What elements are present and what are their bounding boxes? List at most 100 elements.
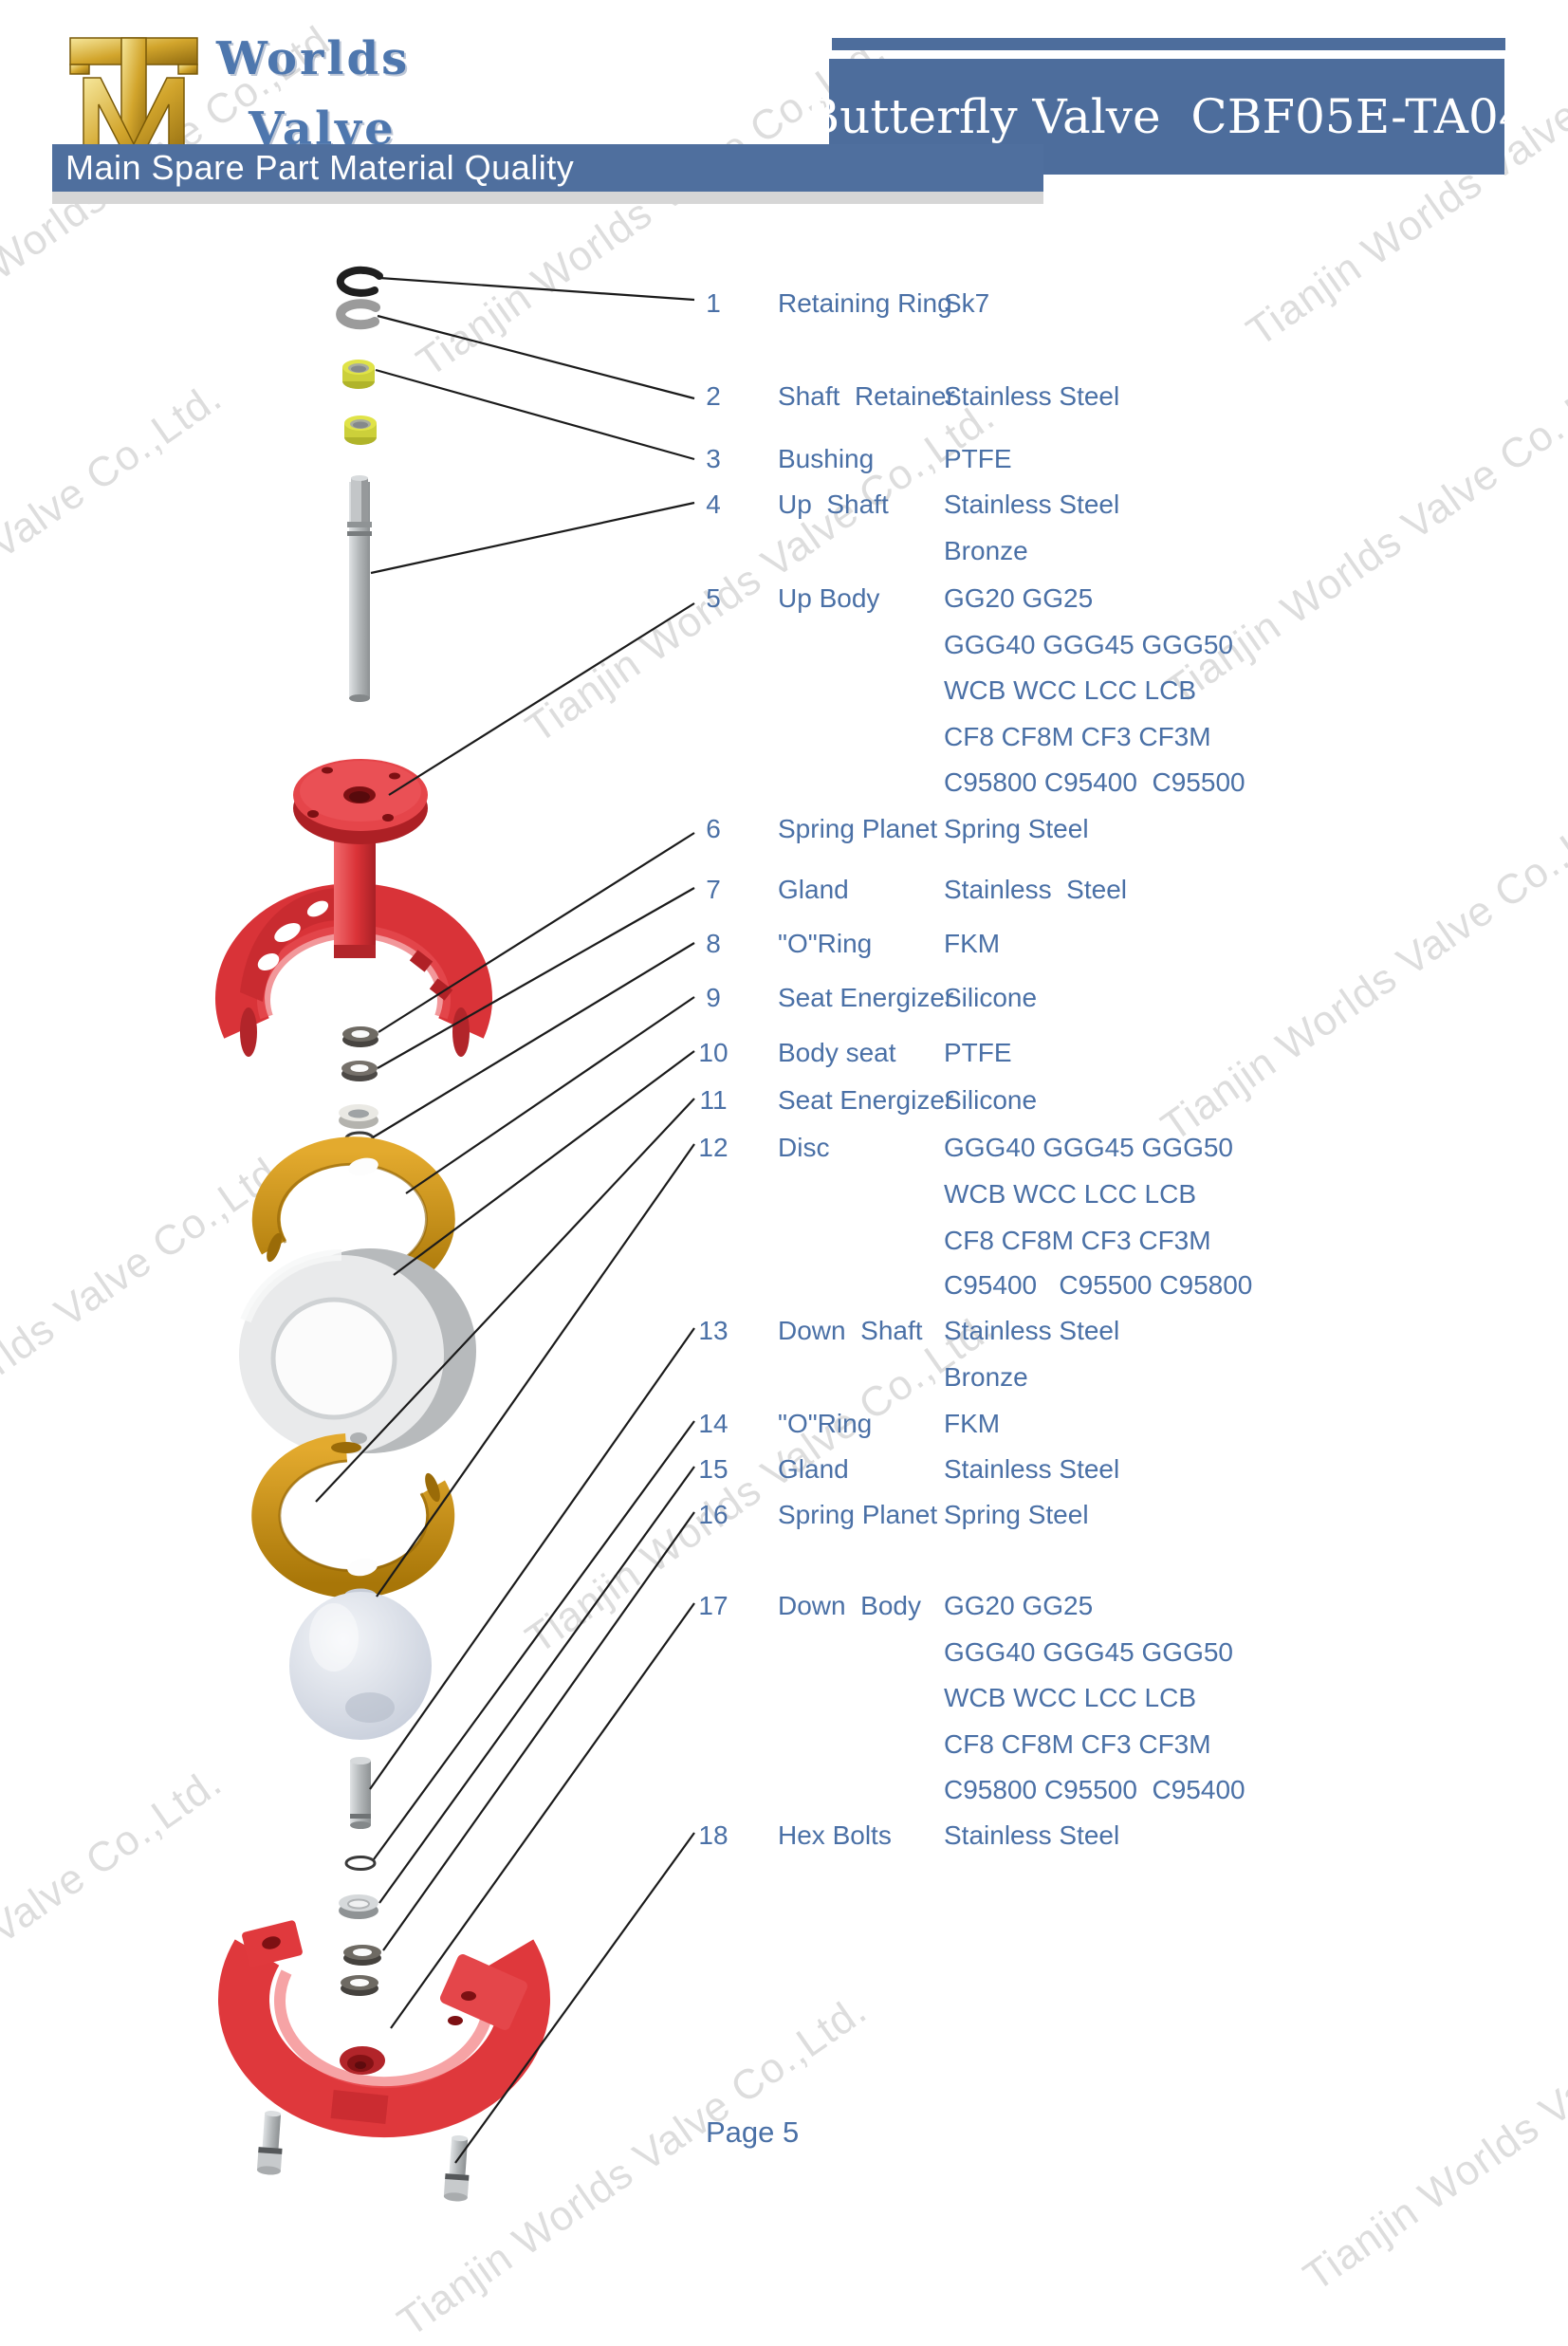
part-name: Disc xyxy=(778,1133,830,1162)
bushing-drawing-2 xyxy=(344,416,377,445)
gland-washer-upper xyxy=(341,1061,378,1081)
part-number: 2 xyxy=(706,381,721,411)
watermark-text: Tianjin Worlds Valve Co.,Ltd. xyxy=(1157,354,1568,714)
callout-lines xyxy=(315,276,695,2164)
part-material: Sk7 xyxy=(944,288,990,318)
part-material: WCB WCC LCC LCB xyxy=(944,1683,1197,1712)
part-material: CF8 CF8M CF3 CF3M xyxy=(944,722,1211,751)
part-number: 14 xyxy=(698,1409,729,1438)
part-name: Body seat xyxy=(778,1038,896,1067)
disc-drawing xyxy=(289,1588,432,1740)
part-material: FKM xyxy=(944,929,1001,958)
retaining-ring-drawing xyxy=(336,266,383,297)
section-underline-strip xyxy=(52,192,1043,204)
part-material: Stainless Steel xyxy=(944,490,1120,519)
part-material: Stainless Steel xyxy=(944,875,1127,904)
watermark-text: Tianjin Worlds Valve Co.,Ltd. xyxy=(1238,0,1568,356)
part-number: 13 xyxy=(698,1316,729,1345)
seat-energizer-drawing-lower xyxy=(251,1433,455,1598)
part-material: WCB WCC LCC LCB xyxy=(944,675,1197,705)
part-name: Seat Energizer xyxy=(778,1085,954,1115)
part-number: 9 xyxy=(706,983,721,1012)
part-number: 8 xyxy=(706,929,721,958)
part-material: Bronze xyxy=(944,1362,1028,1392)
part-material: Stainless Steel xyxy=(944,381,1120,411)
part-material: Stainless Steel xyxy=(944,1820,1120,1850)
part-name: Up Shaft xyxy=(778,490,889,519)
hex-bolt-drawing-2 xyxy=(443,2134,470,2202)
hex-bolt-drawing-1 xyxy=(256,2111,283,2175)
part-material: CF8 CF8M CF3 CF3M xyxy=(944,1226,1211,1255)
up-body-drawing xyxy=(215,759,492,1057)
part-material: WCB WCC LCC LCB xyxy=(944,1179,1197,1209)
part-name: Bushing xyxy=(778,444,875,473)
part-name: Up Body xyxy=(778,583,880,613)
o-ring-drawing-upper xyxy=(344,1131,375,1146)
part-material: GG20 GG25 xyxy=(944,583,1094,613)
watermark-text: Tianjin Worlds Valve Co.,Ltd. xyxy=(0,373,231,733)
watermark-text: Tianjin Worlds Valve Co.,Ltd. xyxy=(517,392,1004,752)
part-number: 5 xyxy=(706,583,721,613)
section-heading: Main Spare Part Material Quality xyxy=(65,148,575,187)
title-accent-bar xyxy=(832,38,1505,50)
part-number: 6 xyxy=(706,814,721,843)
part-material: C95800 C95500 C95400 xyxy=(944,1775,1245,1804)
part-name: Gland xyxy=(778,875,849,904)
spring-planet-washer-upper xyxy=(342,1026,378,1047)
part-name: Down Shaft xyxy=(778,1316,923,1345)
watermark-text: Tianjin Worlds Valve Co.,Ltd. xyxy=(1153,790,1568,1151)
gland-washer-lower xyxy=(339,1894,378,1919)
part-name: Shaft Retainer xyxy=(778,381,955,411)
part-material: C95400 C95500 C95800 xyxy=(944,1270,1253,1300)
down-shaft-drawing xyxy=(350,1757,371,1829)
watermark-text: Tianjin Worlds Valve Co.,Ltd. xyxy=(0,1141,297,1502)
spring-planet-washer-lower-1 xyxy=(343,1945,381,1966)
part-name: "O"Ring xyxy=(778,929,873,958)
part-material: CF8 CF8M CF3 CF3M xyxy=(944,1729,1211,1759)
part-material: Stainless Steel xyxy=(944,1316,1120,1345)
part-name: Hex Bolts xyxy=(778,1820,892,1850)
up-shaft-drawing xyxy=(347,475,372,702)
part-material: Spring Steel xyxy=(944,814,1089,843)
part-material: GGG40 GGG45 GGG50 xyxy=(944,1637,1234,1667)
part-material: Spring Steel xyxy=(944,1500,1089,1529)
part-number: 18 xyxy=(698,1820,729,1850)
part-number: 12 xyxy=(698,1133,729,1162)
part-number: 3 xyxy=(706,444,721,473)
part-material: C95800 C95400 C95500 xyxy=(944,767,1245,797)
part-number: 16 xyxy=(698,1500,729,1529)
part-name: "O"Ring xyxy=(778,1409,873,1438)
watermark-text: Tianjin Worlds Valve Co.,Ltd. xyxy=(517,1302,1004,1663)
part-material: GG20 GG25 xyxy=(944,1591,1094,1620)
part-material: GGG40 GGG45 GGG50 xyxy=(944,1133,1234,1162)
body-seat-drawing xyxy=(239,1248,476,1454)
part-name: Spring Planet xyxy=(778,1500,938,1529)
spring-planet-washer-lower-2 xyxy=(341,1975,378,1996)
bushing-drawing-1 xyxy=(342,360,375,389)
part-material: GGG40 GGG45 GGG50 xyxy=(944,630,1234,659)
part-material: FKM xyxy=(944,1409,1001,1438)
part-material: Stainless Steel xyxy=(944,1454,1120,1484)
down-body-drawing xyxy=(218,1920,550,2138)
part-name: Down Body xyxy=(778,1591,921,1620)
page-number-label: Page 5 xyxy=(706,2115,800,2149)
watermark-text: Tianjin Worlds Valve Co.,Ltd. xyxy=(0,1758,231,2118)
part-number: 11 xyxy=(699,1085,728,1115)
watermark-text: Tianjin Worlds Valve Co.,Ltd. xyxy=(1295,1941,1568,2300)
part-material: Silicone xyxy=(944,983,1038,1012)
section-heading-bar: Main Spare Part Material Quality xyxy=(52,144,1043,192)
white-ring-drawing xyxy=(339,1104,378,1129)
part-number: 15 xyxy=(698,1454,729,1484)
part-number: 7 xyxy=(706,875,721,904)
part-number: 1 xyxy=(706,288,721,318)
title-banner: Butterfly Valve CBF05E-TA04 xyxy=(804,59,1529,175)
page-title: Butterfly Valve CBF05E-TA04 xyxy=(804,89,1529,144)
part-material: PTFE xyxy=(944,1038,1012,1067)
watermark-text: Tianjin Worlds Valve Co.,Ltd. xyxy=(389,1986,876,2346)
shaft-retainer-drawing xyxy=(336,299,380,330)
o-ring-drawing-lower xyxy=(344,1856,377,1871)
watermark-text: Tianjin Worlds Valve Co.,Ltd. xyxy=(408,26,895,386)
part-number: 4 xyxy=(706,490,721,519)
part-material: PTFE xyxy=(944,444,1012,473)
part-name: Seat Energizer xyxy=(778,983,954,1012)
